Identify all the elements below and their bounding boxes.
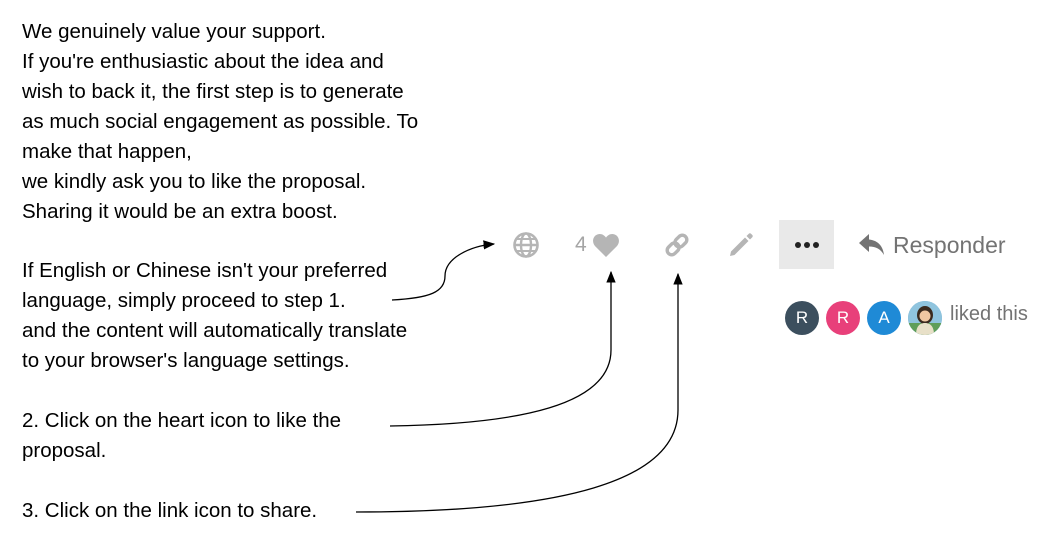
step-1-text: If English or Chinese isn't your preferr… bbox=[22, 259, 408, 372]
like-button[interactable]: 4 bbox=[566, 227, 634, 263]
like-count: 4 bbox=[575, 233, 587, 256]
arrow-to-heart bbox=[389, 270, 616, 427]
avatar-portrait-icon bbox=[908, 301, 942, 335]
avatar[interactable]: R bbox=[785, 301, 819, 335]
liked-this-label: liked this bbox=[950, 303, 1028, 325]
avatar-initial: R bbox=[836, 308, 850, 327]
avatar[interactable]: R bbox=[826, 301, 860, 335]
avatar[interactable]: A bbox=[867, 301, 901, 335]
link-icon bbox=[665, 233, 689, 257]
reply-button[interactable]: Responder bbox=[857, 225, 1029, 265]
intro-paragraph: We genuinely value your support. If you'… bbox=[22, 20, 419, 223]
globe-icon bbox=[513, 232, 539, 258]
edit-button[interactable] bbox=[722, 227, 760, 263]
arrow-to-link bbox=[355, 272, 683, 513]
avatar-photo[interactable] bbox=[908, 301, 942, 335]
avatar-initial: A bbox=[878, 308, 890, 327]
reply-label: Responder bbox=[893, 231, 1006, 258]
heart-icon bbox=[592, 234, 619, 257]
step-3-text: 3. Click on the link icon to share. bbox=[22, 499, 318, 522]
translate-button[interactable] bbox=[508, 227, 544, 263]
more-actions-button[interactable] bbox=[779, 220, 834, 269]
pencil-icon bbox=[730, 233, 753, 256]
reply-arrow-icon bbox=[859, 234, 884, 255]
step-2-text: 2. Click on the heart icon to like the p… bbox=[22, 409, 342, 462]
copy-link-button[interactable] bbox=[658, 227, 696, 263]
avatar-initial: R bbox=[795, 308, 809, 327]
ellipsis-icon bbox=[794, 241, 819, 248]
arrow-to-translate bbox=[391, 240, 496, 301]
